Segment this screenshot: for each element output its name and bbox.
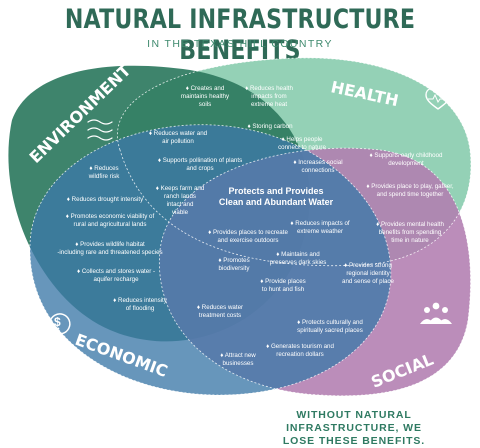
footer-note: WITHOUT NATURAL INFRASTRUCTURE, WE LOSE … [238,409,470,448]
benefit-item-health-social: ♦ Provides place to play, gather,and spe… [366,183,454,198]
heart-pulse-icon [425,87,451,110]
economic-circle [29,124,391,395]
wind-icon [87,119,113,141]
benefit-item-env-econ: ♦ Collects and stores water -aquifer rec… [77,268,155,283]
benefit-item-env-econ: ♦ Provides wildlife habitat-including ra… [57,241,162,256]
benefit-item-env-health: ♦ Storing carbon [247,123,293,130]
people-group-icon [420,302,452,324]
svg-text:$: $ [54,315,61,329]
page-subtitle: IN THE TEXAS HILL COUNTRY [147,38,333,50]
page-title: NATURAL INFRASTRUCTURE BENEFITS [64,4,416,66]
footer-line-2: LOSE THESE BENEFITS. [282,435,426,447]
dollar-cycle-icon: $ [49,313,71,335]
benefit-item-env-only: ♦ Reduces drought intensity [67,196,144,203]
footer-line-1: WITHOUT NATURAL INFRASTRUCTURE, WE [286,409,422,434]
